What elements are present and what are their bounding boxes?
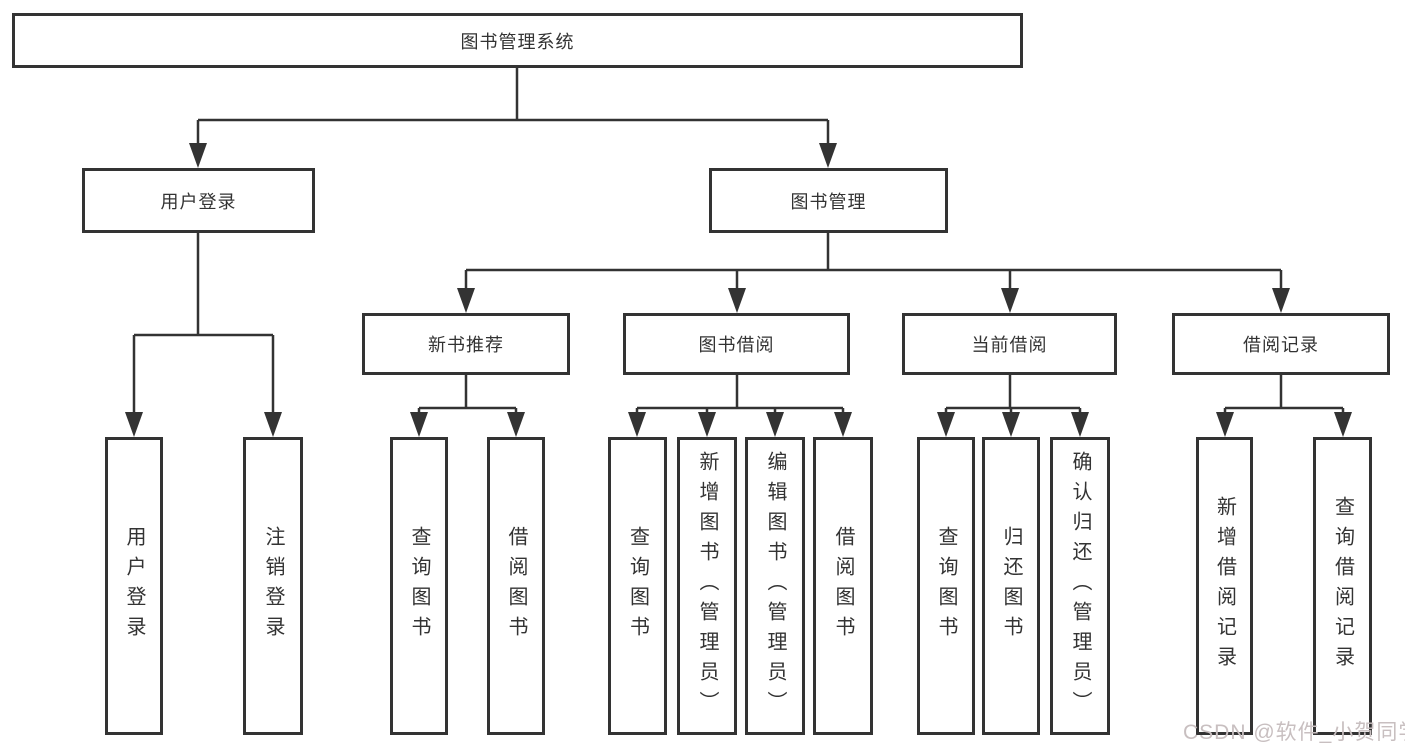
node-new-book-recommend-label: 新书推荐 bbox=[428, 335, 504, 355]
leaf-query-borrow-record-label: 查询借阅记录 bbox=[1331, 496, 1354, 676]
node-new-book-recommend: 新书推荐 bbox=[362, 313, 570, 375]
node-current-borrow: 当前借阅 bbox=[902, 313, 1117, 375]
node-root: 图书管理系统 bbox=[12, 13, 1023, 68]
leaf-add-borrow-record: 新增借阅记录 bbox=[1196, 437, 1253, 735]
csdn-watermark: CSDN @软件_小贺同学 bbox=[1183, 721, 1405, 744]
node-book-borrow-label: 图书借阅 bbox=[698, 335, 775, 355]
leaf-edit-book-admin-label: 编辑图书（管理员） bbox=[764, 451, 786, 721]
leaf-query-book-current-label: 查询图书 bbox=[935, 526, 957, 646]
leaf-borrow-book-recommend: 借阅图书 bbox=[487, 437, 545, 735]
leaf-query-borrow-record: 查询借阅记录 bbox=[1313, 437, 1372, 735]
leaf-add-book-admin: 新增图书（管理员） bbox=[677, 437, 737, 735]
node-book-borrow: 图书借阅 bbox=[623, 313, 850, 375]
leaf-add-book-admin-label: 新增图书（管理员） bbox=[696, 451, 718, 721]
leaf-query-book-current: 查询图书 bbox=[917, 437, 975, 735]
leaf-confirm-return-admin-label: 确认归还（管理员） bbox=[1069, 451, 1091, 721]
leaf-query-book-borrow: 查询图书 bbox=[608, 437, 667, 735]
leaf-user-login-label: 用户登录 bbox=[123, 526, 145, 646]
leaf-query-book-recommend-label: 查询图书 bbox=[408, 526, 430, 646]
leaf-borrow-book-recommend-label: 借阅图书 bbox=[505, 526, 527, 646]
leaf-user-login: 用户登录 bbox=[105, 437, 163, 735]
node-borrow-records-label: 借阅记录 bbox=[1243, 335, 1319, 355]
leaf-return-book-label: 归还图书 bbox=[1000, 526, 1022, 646]
leaf-logout: 注销登录 bbox=[243, 437, 303, 735]
leaf-edit-book-admin: 编辑图书（管理员） bbox=[745, 437, 805, 735]
leaf-logout-label: 注销登录 bbox=[262, 526, 284, 646]
leaf-borrow-book: 借阅图书 bbox=[813, 437, 873, 735]
node-borrow-records: 借阅记录 bbox=[1172, 313, 1390, 375]
leaf-add-borrow-record-label: 新增借阅记录 bbox=[1213, 496, 1236, 676]
leaf-confirm-return-admin: 确认归还（管理员） bbox=[1050, 437, 1110, 735]
leaf-return-book: 归还图书 bbox=[982, 437, 1040, 735]
leaf-borrow-book-label: 借阅图书 bbox=[832, 526, 854, 646]
leaf-query-book-borrow-label: 查询图书 bbox=[626, 526, 649, 646]
leaf-query-book-recommend: 查询图书 bbox=[390, 437, 448, 735]
node-book-management-label: 图书管理 bbox=[790, 191, 867, 212]
node-root-label: 图书管理系统 bbox=[460, 31, 575, 52]
node-book-management: 图书管理 bbox=[709, 168, 948, 233]
node-user-login: 用户登录 bbox=[82, 168, 315, 233]
node-current-borrow-label: 当前借阅 bbox=[971, 335, 1048, 355]
node-user-login-label: 用户登录 bbox=[160, 191, 237, 212]
